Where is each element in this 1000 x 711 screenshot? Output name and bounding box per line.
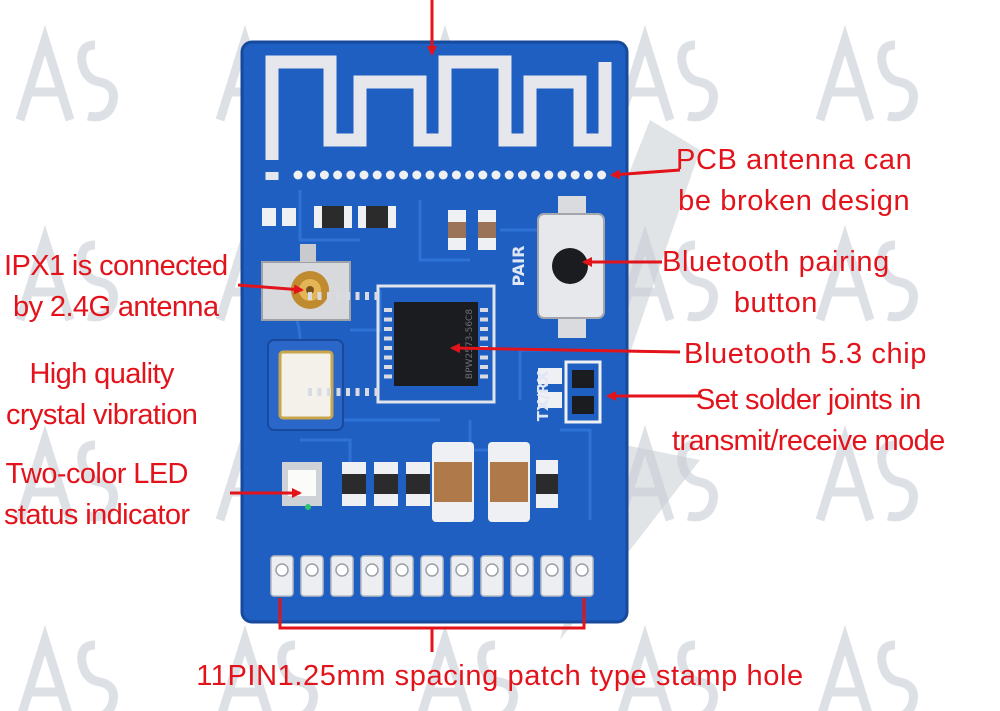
via-hole [359,170,369,180]
via-hole [570,170,580,180]
via-hole [333,170,343,180]
annotation-lines [230,0,702,652]
via-hole [438,170,448,180]
chip-pin [308,388,312,396]
chip-pin [355,292,360,300]
chip-pin [327,388,331,396]
chip-pin [336,388,341,396]
via-hole [306,170,316,180]
via-hole [372,170,382,180]
chip-pin [384,317,392,322]
chip-pin [374,292,379,300]
via-hole [385,170,395,180]
stamp-hole [425,563,439,577]
chip-pin [384,374,392,379]
chip-pin [480,317,488,322]
chip-pin [346,292,350,300]
chip-pin [384,308,392,312]
via-hole [399,170,409,180]
chip-pin [384,346,392,350]
stamp-hole-label: 11PIN1.25mm spacing patch type stamp hol… [196,660,804,692]
chip-pin [384,327,392,331]
tantalum-capacitors [432,442,530,522]
antenna-via-row [293,170,607,180]
two-color-led [282,462,322,510]
chip-pin [327,292,331,300]
stamp-hole [335,563,349,577]
stamp-hole [545,563,559,577]
via-hole [478,170,488,180]
arrow-pointer-icon [610,168,681,180]
via-hole [425,170,435,180]
arrow-pointer-icon [450,343,681,354]
stamp-hole [305,563,319,577]
chip-pin [374,388,379,396]
chip-pin [480,374,488,379]
chip-pin [480,365,488,369]
ipx1-label: IPX1 is connected by 2.4G antenna [4,250,228,324]
pcb-antenna-label: PCB antenna can be broken design [676,144,913,218]
crystal-label: High quality crystal vibration [6,358,198,432]
via-hole [557,170,567,180]
via-hole [583,170,593,180]
via-hole [517,170,527,180]
stamp-hole [485,563,499,577]
crystal-oscillator [267,339,344,431]
via-hole [319,170,329,180]
stamp-hole-row [270,555,594,597]
txrx-solder-joints: TX/RX [534,360,602,424]
via-hole [531,170,541,180]
chip-marking: BPW2573-56C8 [465,309,475,379]
stamp-hole [365,563,379,577]
chip-pin [365,292,369,300]
led-label: Two-color LED status indicator [4,458,190,532]
arrow-pointer-icon [237,283,304,295]
stamp-hole [455,563,469,577]
via-hole [597,170,607,180]
chip-pin [346,388,350,396]
chip-pin [384,336,392,341]
via-hole [346,170,356,180]
stamp-hole [515,563,529,577]
via-hole [293,170,303,180]
pcb-antenna-trace [265,55,612,180]
chip-pin [480,355,488,360]
via-hole [544,170,554,180]
via-hole [412,170,422,180]
ipx1-connector [261,244,351,321]
chip-pin [480,336,488,341]
chip-pin [384,355,392,360]
chip-pin [480,327,488,331]
silk-txrx-label: TX/RX [534,370,552,421]
chip-pin [336,292,341,300]
passive-components [262,206,562,508]
chip-pin [480,308,488,312]
silk-pair-label: PAIR [509,246,528,287]
chip-label: Bluetooth 5.3 chip [684,338,927,370]
chip-pin [355,388,360,396]
chip-pin [317,388,322,396]
stamp-hole [575,563,589,577]
bluetooth-chip: BPW2573-56C8 [308,284,496,404]
stamp-hole [395,563,409,577]
chip-pin [384,365,392,369]
via-hole [451,170,461,180]
via-hole [465,170,475,180]
chip-pin [365,388,369,396]
pairing-button-label: Bluetooth pairing button [662,246,890,320]
via-hole [491,170,501,180]
solder-joints-label: Set solder joints in transmit/receive mo… [672,384,945,458]
chip-pin [308,292,312,300]
via-hole [504,170,514,180]
chip-pin [317,292,322,300]
pairing-button: PAIR [509,196,605,338]
stamp-hole [275,563,289,577]
